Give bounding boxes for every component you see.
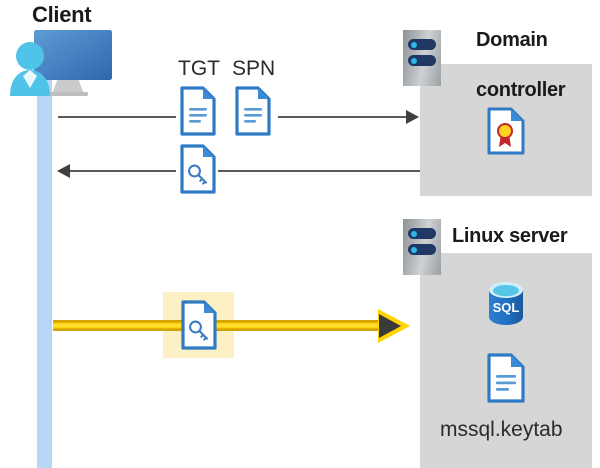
spn-document-icon	[235, 86, 271, 136]
spn-label: SPN	[232, 57, 276, 80]
svg-text:SQL: SQL	[493, 300, 520, 315]
domain-controller-label-line2: controller	[476, 79, 566, 101]
keytab-document-icon	[487, 353, 525, 403]
domain-controller-label: Domain controller	[455, 3, 566, 128]
service-ticket-key-document-icon	[181, 300, 217, 350]
tgt-document-icon	[180, 86, 216, 136]
client-computer-icon	[8, 28, 116, 108]
service-ticket-line-segment-left	[53, 320, 183, 331]
service-ticket-line-segment-right	[213, 320, 383, 331]
request-arrowhead	[406, 110, 419, 124]
server-led-1	[408, 39, 436, 50]
ticket-response-line-segment-left	[70, 170, 176, 172]
client-lifeline	[37, 66, 52, 468]
server-led-2	[408, 244, 436, 255]
ticket-response-line-segment-right	[218, 170, 420, 172]
server-led-2	[408, 55, 436, 66]
sql-database-icon: SQL	[487, 281, 525, 331]
server-led-1	[408, 228, 436, 239]
request-line-segment-left	[58, 116, 176, 118]
request-line-segment-right	[278, 116, 408, 118]
linux-server-server-icon	[403, 219, 441, 275]
key-document-icon	[180, 144, 216, 194]
tgt-label: TGT	[178, 57, 220, 80]
ticket-response-arrowhead	[57, 164, 70, 178]
domain-controller-label-line1: Domain	[476, 29, 548, 51]
client-label: Client	[32, 2, 92, 27]
linux-server-label: Linux server	[452, 225, 568, 247]
keytab-filename-label: mssql.keytab	[440, 418, 563, 441]
domain-controller-server-icon	[403, 30, 441, 86]
certificate-document-icon	[487, 107, 525, 155]
service-ticket-arrowhead-inner	[379, 314, 401, 338]
